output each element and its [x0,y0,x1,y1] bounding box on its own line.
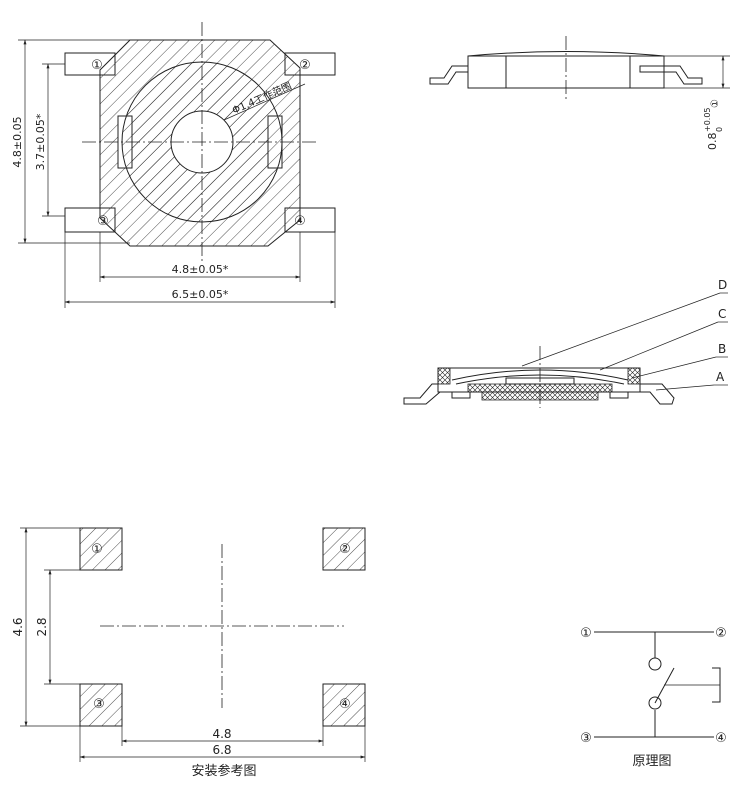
dim-total-width: 6.5±0.05* [64,232,336,308]
pad-2-label: ② [339,542,351,557]
section-view: D C B A [403,278,728,408]
pin-1-label: ① [91,58,103,73]
svg-text:4.8: 4.8 [212,727,231,741]
sch-pin-3: ③ [580,731,592,746]
footprint-caption: 安装参考图 [191,763,256,779]
dim-total-height: 4.8±0.05 [11,39,130,244]
schematic: ① ② ③ ④ 原理图 [580,626,727,769]
fp-dim-height: 4.6 [11,527,80,727]
section-label-a: A [716,370,725,384]
dim-inner-height: 3.7±0.05* [34,63,65,217]
section-label-d: D [718,278,727,292]
side-dim-tol-upper: +0.05 [703,107,712,132]
pad-3 [79,683,123,727]
pin-2-label: ② [299,58,311,73]
svg-text:3.7±0.05*: 3.7±0.05* [34,113,47,170]
svg-text:2.8: 2.8 [35,617,49,636]
fp-dim-inner-width: 4.8 [121,726,324,746]
dim-body-width: 4.8±0.05* [99,232,301,282]
top-view: Φ1.4工作范围 ① ② ③ ④ 4.8±0.05 3.7±0.05* 4.8±… [11,22,336,308]
pad-3-label: ③ [93,697,105,712]
pad-4-label: ④ [339,697,351,712]
sch-pin-1: ① [580,626,592,641]
svg-text:6.8: 6.8 [212,743,231,757]
side-dim-note: ① [710,99,721,108]
switch-lever [654,667,675,704]
fp-dim-total-width: 6.8 [79,726,366,762]
section-label-c: C [718,307,726,321]
fp-dim-inner-height: 2.8 [35,569,80,685]
footprint: ① ② ③ ④ 4.6 2.8 4.8 [11,527,366,779]
switch-actuator [712,667,721,703]
side-view: 0.8 +0.05 0 ① [429,36,730,151]
svg-text:4.8±0.05*: 4.8±0.05* [172,263,229,276]
svg-text:4.8±0.05: 4.8±0.05 [11,116,24,167]
schematic-caption: 原理图 [632,754,671,769]
side-dim-height: 0.8 [706,133,719,151]
pin-4-label: ④ [294,214,306,229]
section-label-b: B [718,342,726,356]
pin-3-label: ③ [97,214,109,229]
side-dim-tol-lower: 0 [715,127,724,132]
switch-contact-top [648,657,662,671]
pad-4 [322,683,366,727]
sch-pin-4: ④ [715,731,727,746]
pad-1-label: ① [91,542,103,557]
svg-text:6.5±0.05*: 6.5±0.05* [172,288,229,301]
svg-text:4.6: 4.6 [11,617,25,636]
sch-pin-2: ② [715,626,727,641]
pad-2 [322,527,366,571]
pad-1 [79,527,123,571]
